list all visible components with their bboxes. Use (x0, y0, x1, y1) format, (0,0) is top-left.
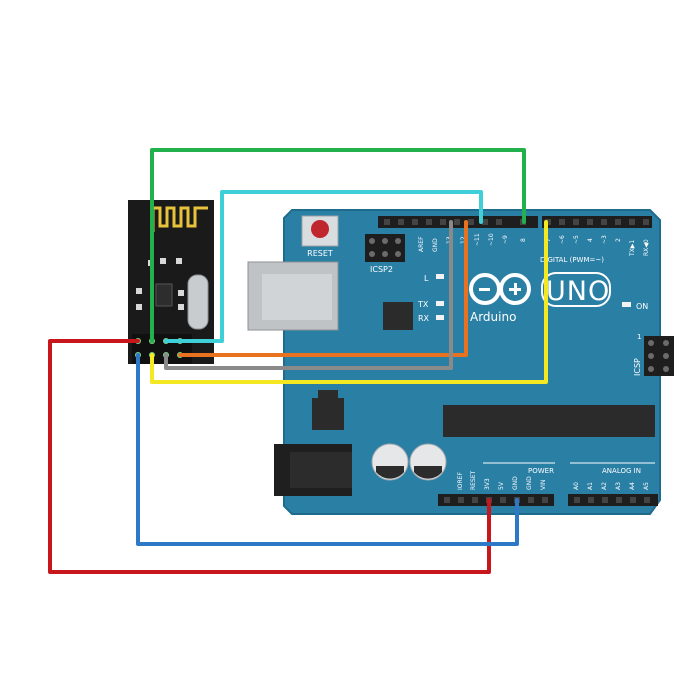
pin-a1-label: A1 (587, 482, 594, 490)
led-l-label: L (424, 274, 429, 283)
reset-label: RESET (307, 249, 333, 258)
pin-9-label: ~9 (502, 235, 509, 244)
digital-pwm-label: DIGITAL (PWM=~) (540, 256, 604, 264)
module-smd-3 (176, 258, 182, 264)
power-header (438, 494, 554, 506)
pin-tx1-label: TX▶1 (629, 240, 636, 257)
wire-blue (136, 353, 519, 546)
pin-3-label: ~3 (601, 235, 608, 244)
power-jack (274, 444, 352, 496)
module-crystal (187, 274, 209, 330)
wires (48, 148, 548, 574)
wire-red (48, 339, 491, 574)
pin-a4-label: A4 (629, 482, 636, 490)
module-chip (155, 283, 173, 307)
pin-ioref-label: IOREF (457, 472, 464, 490)
pin-a5-label: A5 (643, 482, 650, 490)
led-on (622, 302, 631, 307)
reset-button-cap[interactable] (311, 220, 329, 238)
voltage-regulator (312, 390, 344, 430)
wire-gray (164, 220, 453, 370)
nrf24l01-module (128, 200, 214, 364)
module-pin-header (132, 334, 192, 364)
digital-header-left (378, 216, 538, 228)
module-smd-4 (136, 288, 142, 294)
module-smd-6 (178, 290, 184, 296)
pin-5v-label: 5V (498, 481, 505, 490)
power-label: POWER (528, 467, 554, 475)
led-tx-label: TX (417, 300, 429, 309)
pin-gnd1-label: GND (512, 476, 519, 490)
pin-11-label: ~11 (474, 233, 481, 246)
led-l (436, 274, 444, 279)
capacitor-right (409, 443, 447, 481)
pin-a3-label: A3 (615, 482, 622, 490)
wire-yellow (150, 220, 548, 384)
pin-rx0-label: RX◀0 (643, 239, 650, 256)
analog-header (568, 494, 658, 506)
pin-3v3-label: 3V3 (484, 478, 491, 490)
board-model-frame (541, 272, 611, 307)
pin-a0-label: A0 (573, 482, 580, 490)
pin-7-label: 7 (545, 238, 552, 242)
led-on-label: ON (636, 302, 648, 311)
icsp2-header (365, 234, 405, 262)
pin-2-label: 2 (615, 238, 622, 242)
wire-green (150, 148, 526, 343)
digital-header-right (542, 216, 652, 228)
arduino-uno-board: RESET ICSP2 AREF (247, 209, 674, 515)
led-tx (436, 301, 444, 306)
arduino-logo-icon (469, 273, 531, 305)
usb-chip (383, 302, 413, 330)
board-model: UNO (546, 276, 610, 307)
pin-4-label: 4 (587, 238, 594, 242)
led-rx (436, 315, 444, 320)
module-smd-2 (160, 258, 166, 264)
icsp-header (644, 336, 674, 376)
pin-10-label: ~10 (488, 233, 495, 246)
wire-cyan (164, 190, 483, 343)
pin-reset-label: RESET (470, 470, 477, 490)
pin-8-label: 8 (520, 238, 527, 242)
pin-5-label: ~5 (573, 235, 580, 244)
icsp-label: ICSP (633, 358, 642, 376)
pin-a2-label: A2 (601, 482, 608, 490)
antenna-trace (151, 206, 208, 232)
pin-12-label: 12 (460, 236, 467, 244)
pin-6-label: ~6 (559, 235, 566, 244)
led-rx-label: RX (418, 314, 430, 323)
atmega-chip (443, 405, 655, 437)
module-smd-7 (178, 304, 184, 310)
pin-gnd2-label: GND (526, 476, 533, 490)
wire-orange (178, 220, 468, 357)
brand-name: Arduino (470, 310, 516, 324)
pin-gnd-top-label: GND (432, 238, 439, 252)
icsp2-label: ICSP2 (370, 265, 393, 274)
pin-aref-label: AREF (418, 236, 425, 252)
icsp-pin1-label: 1 (637, 333, 641, 341)
usb-connector (247, 261, 339, 331)
analog-label: ANALOG IN (602, 467, 641, 475)
pin-vin-label: VIN (540, 480, 547, 490)
capacitor-left (371, 443, 409, 481)
module-smd-5 (136, 304, 142, 310)
